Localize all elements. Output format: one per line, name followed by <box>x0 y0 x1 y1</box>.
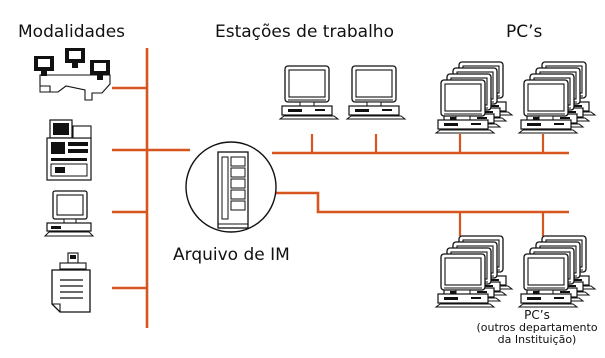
pc-stack-icon <box>436 62 512 133</box>
pc-stack-icon <box>436 236 512 307</box>
modality-computer-icon <box>43 190 95 237</box>
modality-scanner-console-icon <box>46 119 92 181</box>
modality-camera-cluster-icon <box>34 48 111 101</box>
archive-server-icon <box>185 141 277 233</box>
network-bus-bottom <box>268 191 569 214</box>
pcs-bottom-note-line-1: (outros departamento <box>476 321 598 334</box>
modality-printer-icon <box>51 252 91 313</box>
pcs-bottom-note-line-2: da Instituição) <box>497 333 577 346</box>
pc-stack-icon <box>519 62 595 133</box>
pcs-bottom-caption: PC’s (outros departamento da Instituição… <box>472 309 602 346</box>
pc-stack-icon <box>519 236 595 307</box>
workstation-computer-icon <box>279 65 339 120</box>
modalities-label: Modalidades <box>18 22 126 42</box>
archive-label: Arquivo de IM <box>173 245 290 265</box>
pcs-top-label: PC’s <box>506 22 543 42</box>
pcs-bottom-label: PC’s <box>524 308 550 322</box>
workstation-computer-icon <box>346 65 406 120</box>
workstations-label: Estações de trabalho <box>215 22 394 42</box>
